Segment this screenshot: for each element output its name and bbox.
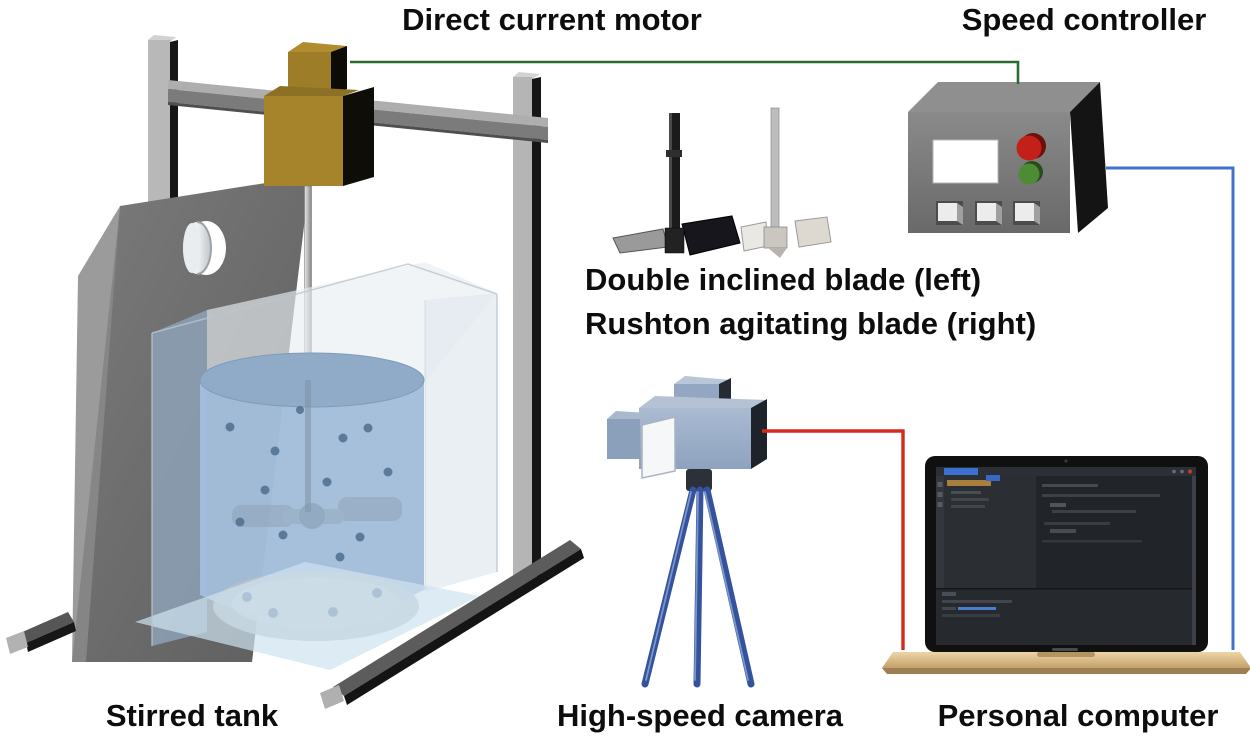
signal-wires xyxy=(350,60,1235,650)
glass-tank-edges xyxy=(151,263,498,646)
controller-display xyxy=(932,139,999,184)
impeller-samples xyxy=(612,107,832,258)
double-inclined-blade xyxy=(612,113,741,256)
tripod-mount xyxy=(686,469,712,491)
base-rail-left xyxy=(6,612,76,654)
scrollbar xyxy=(1192,476,1196,645)
camera-lens-face xyxy=(641,416,676,479)
controller-button-2 xyxy=(975,201,1002,225)
direct-current-motor xyxy=(264,42,374,186)
controller-button-1 xyxy=(936,201,963,225)
controller-button-3 xyxy=(1013,201,1040,225)
label-high-speed-camera: High-speed camera xyxy=(557,698,843,733)
green-indicator-light xyxy=(1018,163,1040,185)
rushton-blade xyxy=(740,107,832,258)
controller-buttons xyxy=(936,201,1040,225)
webcam-icon xyxy=(1064,459,1068,463)
label-personal-computer: Personal computer xyxy=(937,698,1219,733)
submerged-impeller xyxy=(232,497,402,529)
glass-tank-bottom xyxy=(135,562,480,670)
laptop-screen xyxy=(936,467,1196,645)
base-rail-right xyxy=(320,540,584,709)
label-stirred-tank: Stirred tank xyxy=(105,698,279,733)
stirred-tank-assembly xyxy=(6,35,584,709)
high-speed-camera xyxy=(607,376,767,688)
label-direct-current-motor: Direct current motor xyxy=(402,2,702,37)
frame-right-post xyxy=(513,72,541,577)
sidebar-selected-row xyxy=(947,480,991,486)
camera-tripod xyxy=(641,486,755,688)
port-cylinder xyxy=(183,221,212,275)
personal-computer xyxy=(882,456,1250,674)
label-blade-line1: Double inclined blade (left) xyxy=(585,262,982,297)
wire-motor-to-controller xyxy=(350,60,1020,84)
speed-controller xyxy=(908,82,1108,233)
label-blade-line2: Rushton agitating blade (right) xyxy=(585,306,1037,341)
red-indicator-light xyxy=(1016,135,1042,161)
label-speed-controller: Speed controller xyxy=(961,2,1207,37)
liquid-surface xyxy=(199,352,425,408)
liquid-body xyxy=(200,380,424,621)
wire-controller-to-computer xyxy=(1106,166,1235,650)
outer-glass-tank xyxy=(152,262,497,646)
laptop-base xyxy=(882,652,1250,674)
wire-camera-to-computer xyxy=(762,429,905,650)
laptop-brand-mark xyxy=(1052,648,1078,651)
